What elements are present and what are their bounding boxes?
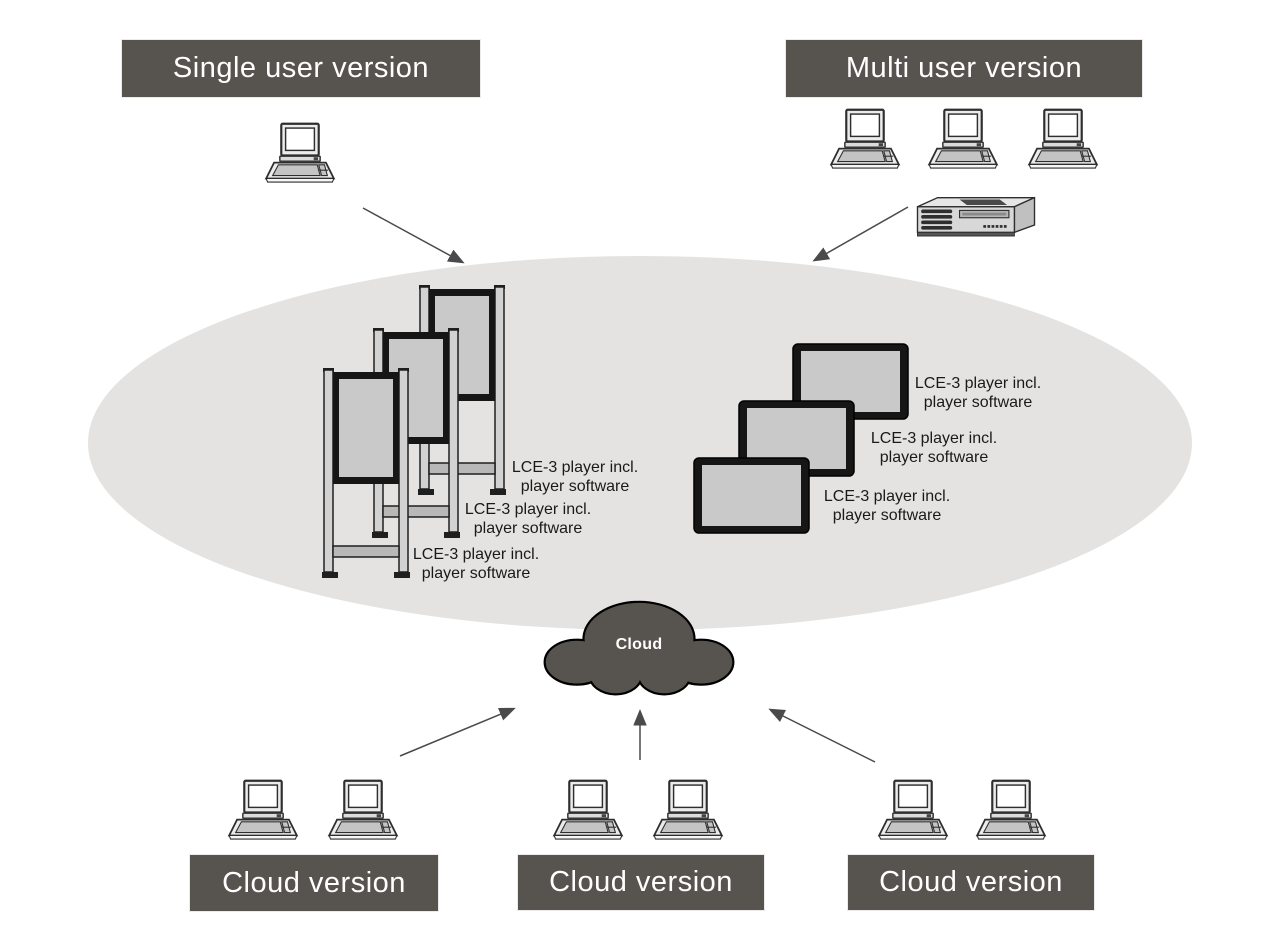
laptop-icon (878, 779, 948, 841)
arrow-single-user-to-players (362, 207, 465, 264)
banner-cloud-version-left: Cloud version (190, 855, 438, 911)
kiosk-player-label: LCE-3 player incl. player software (464, 501, 592, 537)
laptop-icon (830, 108, 900, 170)
laptop-icon (1028, 108, 1098, 170)
cloud-label: Cloud (615, 636, 663, 653)
cloud-shape: Cloud (540, 600, 738, 702)
banner-multi-user-version: Multi user version (786, 40, 1142, 97)
arrow-cloud-left-to-cloud (399, 707, 516, 757)
laptop-icon (928, 108, 998, 170)
laptop-icon (976, 779, 1046, 841)
monitor-player-label: LCE-3 player incl. player software (823, 488, 951, 524)
cloud-icon (543, 600, 735, 696)
monitor-icon (693, 457, 810, 534)
laptop-icon (228, 779, 298, 841)
banner-cloud-version-middle: Cloud version (518, 855, 764, 910)
server-icon (916, 196, 1036, 237)
banner-single-user-version: Single user version (122, 40, 480, 97)
banner-cloud-version-right: Cloud version (848, 855, 1094, 910)
monitor-player-label: LCE-3 player incl. player software (870, 430, 998, 466)
monitor-player-label: LCE-3 player incl. player software (914, 375, 1042, 411)
laptop-icon (653, 779, 723, 841)
laptop-icon (265, 122, 335, 184)
arrow-cloud-right-to-cloud (768, 708, 876, 763)
kiosk-player-label: LCE-3 player incl. player software (511, 459, 639, 495)
kiosk-player-label: LCE-3 player incl. player software (412, 546, 540, 582)
arrow-multi-user-to-players (812, 206, 909, 262)
laptop-icon (553, 779, 623, 841)
laptop-icon (328, 779, 398, 841)
network-ellipse (88, 256, 1192, 630)
